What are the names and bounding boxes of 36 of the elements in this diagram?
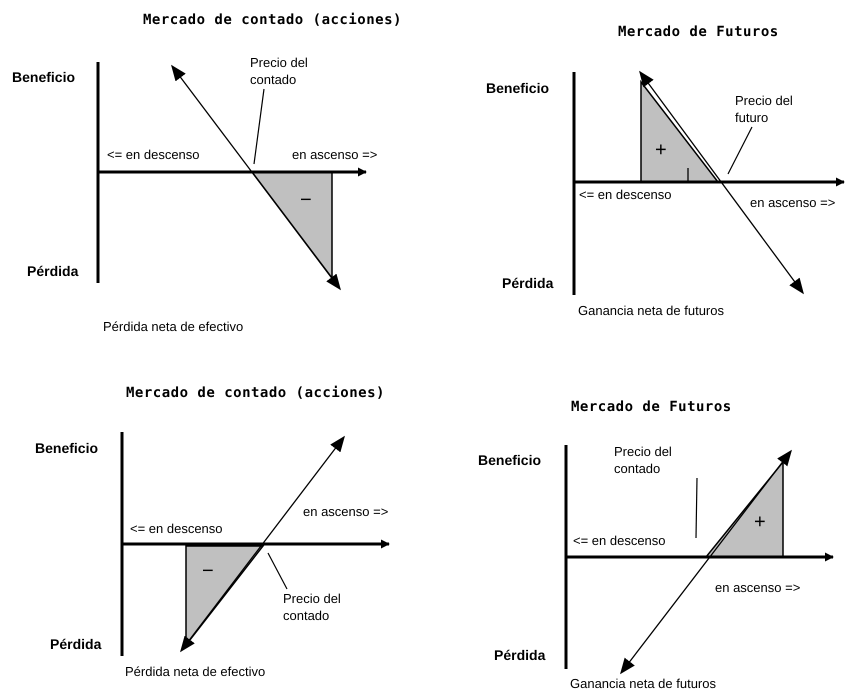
chart-title: Mercado de Futuros: [618, 24, 779, 40]
axis-label: Beneficio: [35, 440, 98, 456]
chart-title: Mercado de contado (acciones): [143, 12, 402, 28]
chart-title: Mercado de Futuros: [571, 399, 732, 415]
text-label: <= en descenso: [579, 187, 672, 203]
text-label: Ganancia neta de futuros: [570, 676, 716, 692]
sign-symbol: −: [202, 561, 214, 581]
text-label: Ganancia neta de futuros: [578, 303, 724, 319]
axis-label: Pérdida: [494, 647, 546, 663]
leader-line: [267, 552, 288, 590]
callout-text: Precio del contado: [614, 443, 704, 477]
chart-title: Mercado de contado (acciones): [126, 385, 385, 401]
leader-line: [727, 126, 753, 174]
text-label: en ascenso =>: [292, 147, 378, 163]
text-label: en ascenso =>: [750, 195, 836, 211]
text-label: en ascenso =>: [715, 580, 800, 596]
text-label: Pérdida neta de efectivo: [103, 319, 244, 335]
callout-text: Precio del contado: [283, 590, 359, 624]
text-label: Pérdida neta de efectivo: [125, 664, 266, 680]
axis-label: Beneficio: [12, 69, 76, 85]
callout-text: Precio del futuro: [735, 92, 811, 126]
axis-label: Pérdida: [27, 263, 78, 279]
axis-label: Pérdida: [50, 636, 102, 652]
callout-text: Precio del contado: [250, 54, 326, 88]
leader-line: [695, 478, 698, 538]
sign-symbol: −: [300, 190, 312, 210]
axis-label: Pérdida: [502, 275, 554, 291]
sign-symbol: +: [655, 140, 667, 160]
text-label: en ascenso =>: [303, 504, 388, 520]
text-label: <= en descenso: [130, 521, 223, 537]
axis-label: Beneficio: [478, 452, 542, 468]
axis-label: Beneficio: [486, 80, 550, 96]
text-label: <= en descenso: [107, 147, 200, 163]
sign-symbol: +: [754, 512, 766, 532]
text-label: <= en descenso: [573, 533, 666, 549]
leader-line: [253, 88, 265, 164]
